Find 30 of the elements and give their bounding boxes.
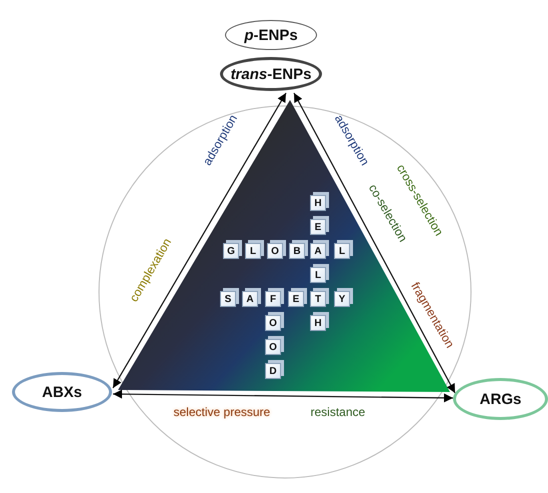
letter-tile: L xyxy=(310,267,326,283)
relation-label: resistance xyxy=(310,405,366,419)
letter-tile: H xyxy=(310,195,326,211)
letter-tile: E xyxy=(310,219,326,235)
letter-tile: B xyxy=(289,243,305,259)
letter-tile: A xyxy=(310,243,326,259)
ellipse-node xyxy=(12,372,112,412)
letter-tile: D xyxy=(265,363,281,379)
letter-tile: L xyxy=(334,243,350,259)
double-arrow xyxy=(112,92,287,388)
letter-tile: G xyxy=(223,243,239,259)
letter-tile: O xyxy=(267,243,283,259)
double-arrow xyxy=(293,92,456,394)
double-arrow xyxy=(113,390,453,402)
letter-tile: A xyxy=(242,291,258,307)
letter-tile: L xyxy=(245,243,261,259)
letter-tile: O xyxy=(265,339,281,355)
node-label: ABXs xyxy=(42,384,82,400)
letter-tile: T xyxy=(310,291,326,307)
ellipse-node xyxy=(453,378,548,420)
letter-tile: E xyxy=(288,291,304,307)
letter-tile: Y xyxy=(334,291,350,307)
node-label: p-ENPs xyxy=(244,26,298,44)
relation-label: selective pressure xyxy=(174,405,270,419)
letter-tile: S xyxy=(220,291,236,307)
node-label: trans-ENPs xyxy=(230,66,312,82)
letter-tile: F xyxy=(265,291,281,307)
node-label: ARGs xyxy=(480,390,522,408)
letter-tile: H xyxy=(310,315,326,331)
letter-tile: O xyxy=(265,315,281,331)
